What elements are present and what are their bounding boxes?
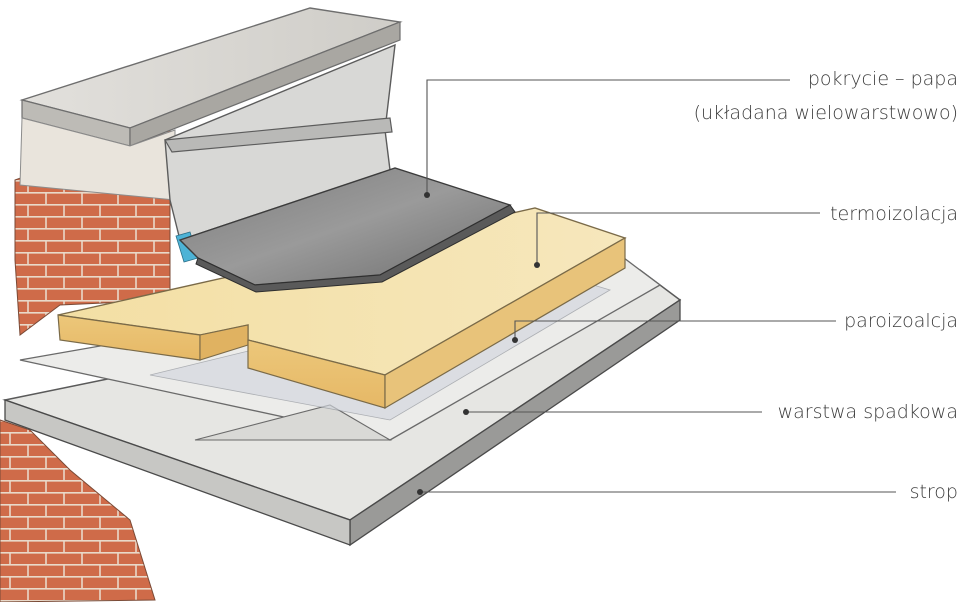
membrane-edge — [195, 204, 516, 293]
insulation-right-side — [384, 236, 626, 410]
leader-pokrycie — [426, 79, 790, 195]
slab-left-edge — [4, 399, 351, 546]
leader-paroizolacja — [514, 320, 836, 340]
label-pokrycie-subtitle: (układana wielowarstwowo) — [687, 100, 958, 126]
leader-lines — [420, 79, 896, 493]
label-warstwa-spadkowa: warstwa spadkowa — [771, 399, 958, 425]
label-termoizolacja: termoizolacja — [824, 201, 958, 227]
parapet-coping-side — [129, 21, 401, 147]
label-pokrycie: pokrycie – papa — [801, 66, 958, 92]
label-strop: strop — [903, 479, 958, 505]
lower-brick-wall — [0, 419, 156, 603]
flashing-drip — [164, 117, 393, 153]
leader-termoizolacja — [536, 212, 820, 265]
leader-dots — [417, 192, 540, 495]
screed-wedge — [194, 404, 393, 441]
label-paroizolacja: paroizoalcja — [838, 308, 958, 334]
